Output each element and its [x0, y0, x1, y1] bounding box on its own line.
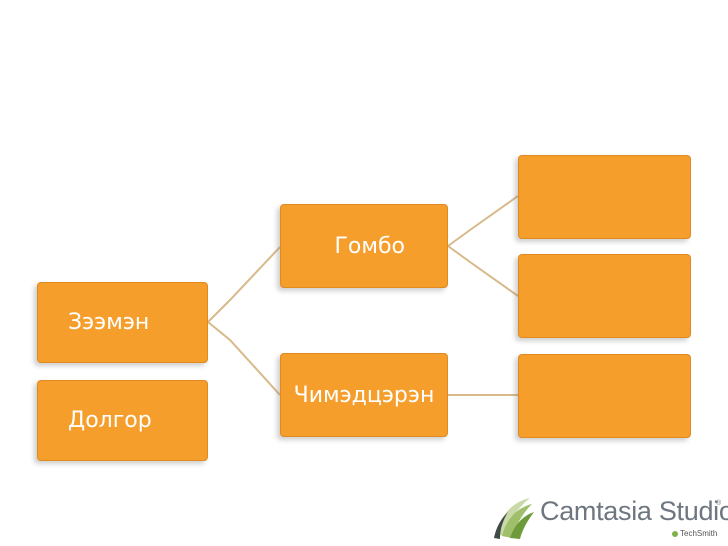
- node-right-1: [518, 155, 691, 239]
- registered-mark: ®: [716, 500, 722, 507]
- node-right-3: [518, 354, 691, 438]
- node-label: Зээмэн: [68, 310, 150, 335]
- node-dolgor: Долгор: [37, 380, 208, 461]
- connector-zeemen-gombo: [207, 246, 281, 323]
- connector-zeemen-chimed: [207, 321, 281, 396]
- techsmith-text: TechSmith: [680, 529, 718, 538]
- techsmith-dot-icon: [672, 530, 678, 537]
- camtasia-title: Camtasia Studio: [540, 496, 728, 526]
- node-chimedtseren: Чимэдцэрэн: [280, 353, 448, 437]
- camtasia-watermark: Camtasia Studio ® TechSmith: [490, 494, 728, 542]
- connector-gombo-r1: [447, 195, 519, 247]
- node-label: Гомбо: [334, 233, 405, 259]
- node-right-2: [518, 254, 691, 338]
- node-gombo: Гомбо: [280, 204, 448, 288]
- node-zeemen: Зээмэн: [37, 282, 208, 363]
- techsmith-label: TechSmith: [672, 529, 717, 538]
- connector-gombo-r2: [447, 245, 519, 297]
- node-label: Долгор: [68, 408, 152, 433]
- node-label: Чимэдцэрэн: [293, 382, 435, 408]
- camtasia-logo-icon: [494, 498, 534, 539]
